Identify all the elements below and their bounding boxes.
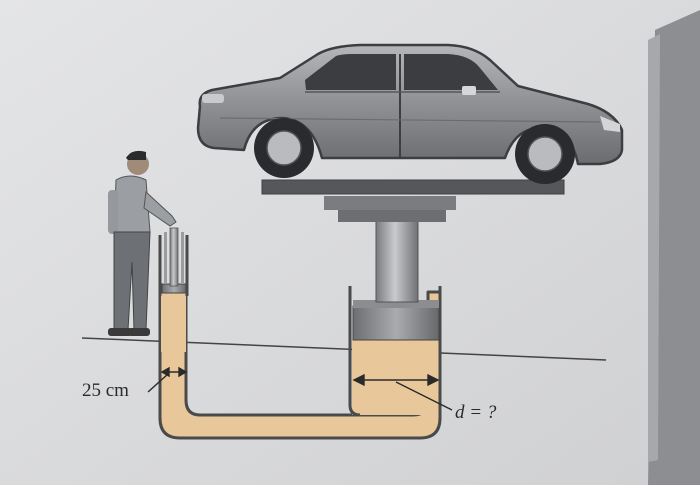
large-piston [352, 305, 440, 341]
car [196, 43, 624, 184]
screen-bezel-edge [648, 34, 660, 462]
large-diameter-label: d = ? [455, 402, 497, 423]
small-cylinder-fluid [161, 292, 186, 352]
man-left-arm [108, 190, 118, 234]
car-mirror [462, 86, 476, 95]
small-diameter-dimension [147, 366, 188, 393]
man-shirt [113, 175, 151, 233]
large-cylinder-fluid [352, 340, 440, 415]
small-cylinder-rail-right [181, 232, 184, 284]
large-cylinder-left-wall [348, 286, 361, 417]
car-front-window [404, 54, 498, 90]
car-rear-window [305, 54, 396, 90]
man-hair [126, 150, 146, 160]
small-diameter-label: 25 cm [82, 380, 129, 401]
car-head-light [600, 116, 620, 132]
small-cylinder-rail-left [164, 232, 167, 284]
car-body [196, 43, 624, 166]
lift-head [324, 196, 456, 210]
u-tube-inner-wall [184, 292, 350, 417]
lift-head-lower [338, 208, 446, 222]
car-tail-light [202, 94, 224, 103]
car-front-hubcap [527, 136, 563, 172]
man-left-shoe [108, 328, 132, 336]
lift-platform [261, 179, 565, 195]
small-piston-rod [169, 227, 179, 287]
large-diameter-dimension [352, 373, 453, 411]
man-figure [108, 150, 177, 336]
large-piston-top [353, 300, 439, 308]
man-arm [143, 190, 177, 227]
lift-column [375, 219, 419, 303]
man-right-shoe [128, 328, 150, 336]
screen-bezel [648, 10, 700, 485]
car-rear-hubcap [266, 130, 302, 166]
